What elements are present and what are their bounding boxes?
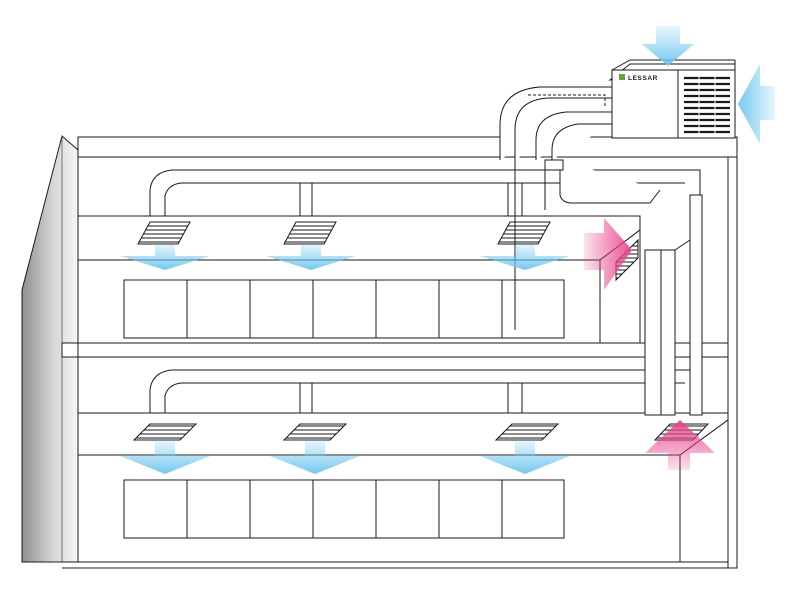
desk xyxy=(123,479,188,539)
right-outer-wall xyxy=(727,156,738,569)
desk xyxy=(123,279,188,339)
desk xyxy=(375,279,440,339)
upper-desk-row xyxy=(123,279,565,339)
airflow-arrows xyxy=(120,26,775,474)
lower-duct-network xyxy=(149,369,701,415)
desk xyxy=(438,279,503,339)
return-air-arrow-lower xyxy=(645,420,715,470)
lower-supply-diffusers xyxy=(132,423,560,441)
upper-return-grille xyxy=(615,238,639,282)
lower-return-box xyxy=(679,419,729,563)
supply-air-arrow xyxy=(480,440,570,474)
supply-air-arrow xyxy=(480,244,570,270)
desk xyxy=(249,479,314,539)
roof-slab xyxy=(77,136,738,158)
upper-duct-network xyxy=(149,160,701,218)
supply-air-arrow xyxy=(120,440,210,474)
brand-logo-mark xyxy=(619,74,625,80)
desk xyxy=(438,479,503,539)
desk xyxy=(312,279,377,339)
fresh-air-left-arrow xyxy=(738,64,775,144)
supply-air-arrow xyxy=(266,244,356,270)
brand-logo: LESSAR xyxy=(619,74,658,82)
upper-floor xyxy=(77,160,701,344)
lower-floor xyxy=(77,369,729,563)
upper-supply-diffusers xyxy=(137,221,551,245)
roof-duct-return xyxy=(535,111,612,160)
supply-air-arrow xyxy=(120,244,210,270)
riser-ducts xyxy=(644,194,703,416)
coil-louvers xyxy=(684,76,730,134)
desk xyxy=(312,479,377,539)
brand-name: LESSAR xyxy=(628,75,658,82)
return-air-arrow-upper xyxy=(584,218,632,290)
rooftop-unit-body xyxy=(611,69,679,139)
fresh-air-down-arrow xyxy=(642,26,694,66)
rooftop-unit-coil-section xyxy=(677,69,736,139)
desk xyxy=(501,279,565,339)
desk xyxy=(249,279,314,339)
mid-floor-slab xyxy=(61,342,738,358)
lower-desk-row xyxy=(123,479,565,539)
supply-air-arrow xyxy=(270,440,360,474)
desk xyxy=(501,479,565,539)
desk xyxy=(375,479,440,539)
desk xyxy=(186,279,251,339)
desk xyxy=(186,479,251,539)
